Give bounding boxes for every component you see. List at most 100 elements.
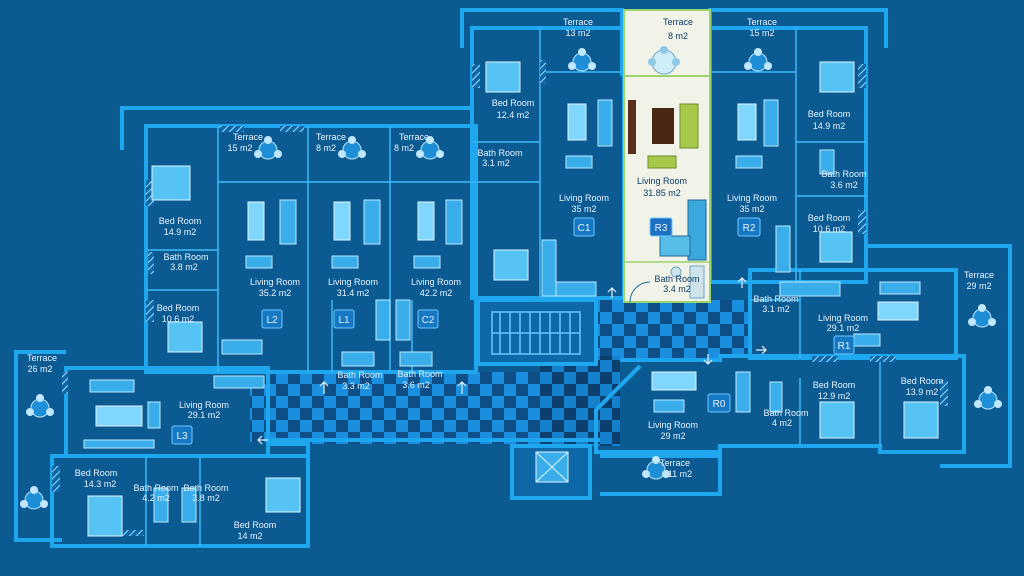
room-name: Bath Room [753, 294, 798, 304]
room-name: Living Room [250, 277, 300, 287]
room-name: Bath Room [763, 408, 808, 418]
room-name: Bath Room [477, 148, 522, 158]
room-name: Bed Room [808, 109, 851, 119]
room-area: 14.9 m2 [813, 121, 846, 131]
furniture [83, 61, 939, 537]
bed [87, 495, 123, 537]
room-name: Bath Room [337, 370, 382, 380]
unit-badge-r2[interactable]: R2 [737, 217, 761, 237]
room-area: 13 m2 [565, 28, 590, 38]
room-area: 29.1 m2 [827, 323, 860, 333]
sofa [279, 199, 297, 245]
bed [151, 165, 191, 201]
room-name: Bed Room [813, 380, 856, 390]
room-area: 8 m2 [316, 143, 336, 153]
room-name: Bed Room [901, 376, 944, 386]
room-name: Bed Room [234, 520, 277, 530]
room-name: Living Room [727, 193, 777, 203]
sofa [597, 99, 613, 147]
room-name: Bath Room [163, 252, 208, 262]
corridor [250, 300, 752, 446]
outdoor-table-icon [744, 48, 772, 72]
svg-text:C2: C2 [422, 315, 435, 326]
outdoor-table-icon [338, 136, 366, 160]
room-area: 3.3 m2 [342, 381, 370, 391]
room-area: 29 m2 [660, 431, 685, 441]
sofa [565, 155, 593, 169]
bed [167, 321, 203, 353]
room-area: 29 m2 [966, 281, 991, 291]
terrace-furniture [20, 48, 1002, 510]
room-name: Terrace [964, 270, 994, 280]
room-area: 31.4 m2 [337, 288, 370, 298]
unit-r3-highlight[interactable] [623, 9, 711, 303]
svg-text:C1: C1 [578, 223, 591, 234]
outdoor-table-icon [26, 394, 54, 418]
room-area: 35 m2 [571, 204, 596, 214]
room-area: 12.4 m2 [497, 110, 530, 120]
bathtub [399, 351, 433, 367]
elevator [510, 444, 592, 500]
unit-badge-r0[interactable]: R0 [707, 393, 731, 413]
svg-text:L2: L2 [266, 315, 278, 326]
room-name: Living Room [411, 277, 461, 287]
sofa [879, 281, 921, 295]
unit-badge-l1[interactable]: L1 [333, 309, 355, 329]
entry-arrows [257, 277, 767, 445]
room-name: Bath Room [183, 483, 228, 493]
bathtub [769, 381, 783, 413]
room-area: 26 m2 [27, 364, 52, 374]
outdoor-table-icon [568, 48, 596, 72]
sofa [445, 199, 463, 245]
room-name: Living Room [648, 420, 698, 430]
room-name: Terrace [27, 353, 57, 363]
sofa [413, 255, 441, 269]
sofa [363, 199, 381, 245]
unit-badge-c1[interactable]: C1 [573, 217, 595, 237]
unit-badge-c2[interactable]: C2 [417, 309, 439, 329]
kitchen-counter [213, 375, 265, 389]
room-area: 3.6 m2 [830, 180, 858, 190]
outdoor-table-icon [642, 456, 670, 480]
outdoor-table-icon [416, 136, 444, 160]
room-name: Living Room [637, 176, 687, 186]
bed [819, 231, 853, 263]
svg-text:L3: L3 [176, 431, 188, 442]
room-area: 42.2 m2 [420, 288, 453, 298]
kitchen-counter [555, 281, 597, 297]
unit-badge-l2[interactable]: L2 [261, 309, 283, 329]
room-area: 35 m2 [739, 204, 764, 214]
staircase [476, 298, 598, 366]
svg-text:R0: R0 [713, 399, 726, 410]
room-area: 35.2 m2 [259, 288, 292, 298]
kitchen-counter [735, 371, 751, 413]
bed [819, 401, 855, 439]
room-name: Living Room [818, 313, 868, 323]
sofa [653, 399, 685, 413]
bed [903, 401, 939, 439]
unit-badges[interactable]: C1 R3 R2 L2 L1 C2 R1 L3 [171, 217, 855, 445]
unit-badge-l3[interactable]: L3 [171, 425, 193, 445]
room-area: 15 m2 [227, 143, 252, 153]
room-name: Bed Room [159, 216, 202, 226]
svg-text:R3: R3 [655, 223, 668, 234]
outdoor-table-icon [968, 304, 996, 328]
svg-text:R1: R1 [838, 341, 851, 352]
sofa [853, 333, 881, 347]
wall-hatching [52, 60, 948, 536]
table [417, 201, 435, 241]
room-area: 15 m2 [749, 28, 774, 38]
table [737, 103, 757, 141]
room-area: 14 m2 [237, 531, 262, 541]
room-name: Bath Room [397, 369, 442, 379]
unit-badge-r3[interactable]: R3 [649, 217, 673, 237]
unit-badge-r1[interactable]: R1 [833, 335, 855, 355]
room-name: Terrace [233, 132, 263, 142]
kitchen-counter [375, 299, 391, 341]
room-area: 3.1 m2 [482, 158, 510, 168]
room-area: 8 m2 [394, 143, 414, 153]
room-name: Bed Room [808, 213, 851, 223]
room-area: 14.3 m2 [84, 479, 117, 489]
room-area: 14.9 m2 [164, 227, 197, 237]
